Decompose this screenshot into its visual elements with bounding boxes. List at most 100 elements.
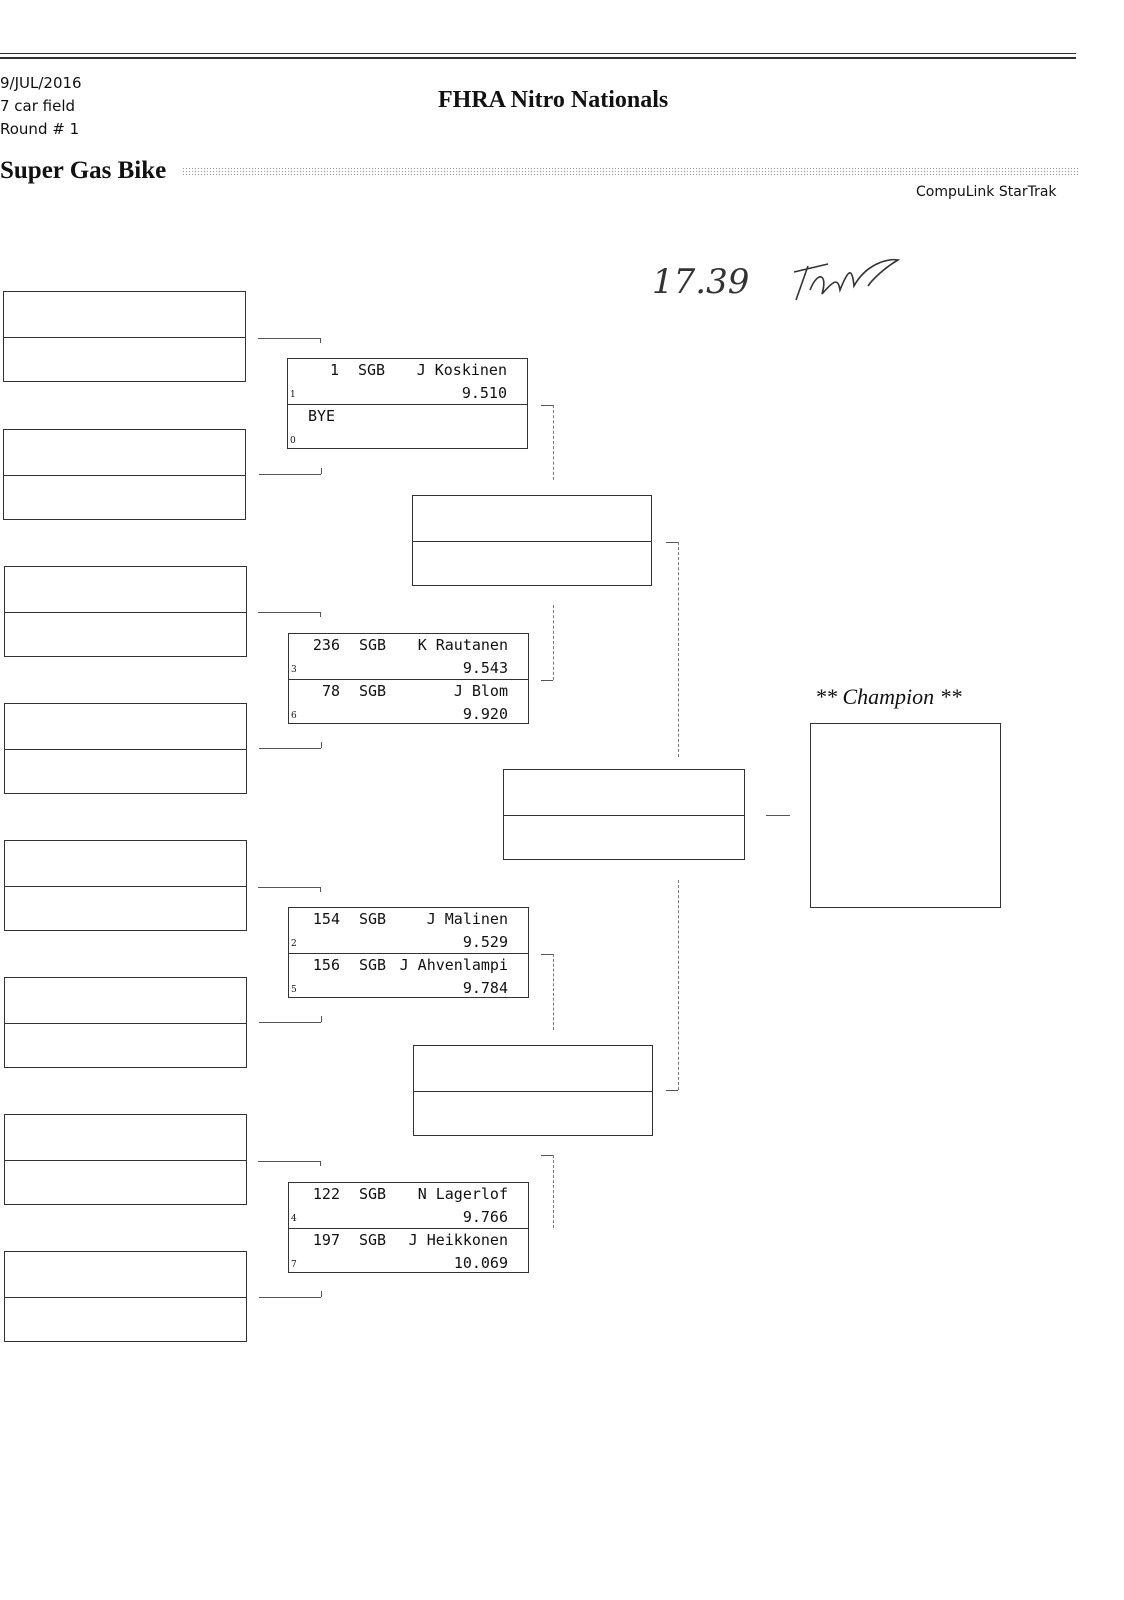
seed: 3 xyxy=(291,665,297,675)
racer-name: J Heikkonen xyxy=(408,1231,508,1249)
bracket-connector xyxy=(321,1016,322,1022)
seed: 4 xyxy=(291,1214,297,1224)
seed: 7 xyxy=(291,1260,297,1270)
empty-bracket-box xyxy=(4,1114,247,1205)
racer-time: 9.766 xyxy=(462,1208,508,1226)
bracket-connector xyxy=(258,1161,320,1162)
racer-name: J Koskinen xyxy=(416,361,507,379)
bracket-connector xyxy=(541,405,553,406)
racer-slot: 154 SGB J Malinen 9.529 2 xyxy=(289,908,528,953)
racer-class: SGB xyxy=(359,682,387,700)
event-title: FHRA Nitro Nationals xyxy=(438,87,669,113)
racer-slot: 122 SGB N Lagerlof 9.766 4 xyxy=(289,1183,528,1228)
bracket-connector xyxy=(541,954,553,955)
empty-bracket-box xyxy=(3,291,246,382)
racer-time: 9.784 xyxy=(462,979,508,997)
racer-slot: 1 SGB J Koskinen 9.510 1 xyxy=(288,359,527,404)
racer-time: 10.069 xyxy=(453,1254,508,1272)
bracket-connector xyxy=(541,680,553,681)
round1-match: 122 SGB N Lagerlof 9.766 4 197 SGB J Hei… xyxy=(288,1182,529,1273)
bracket-connector xyxy=(553,605,554,680)
bracket-connector xyxy=(678,542,679,757)
bracket-connector xyxy=(321,1291,322,1297)
racer-number: 1 xyxy=(329,361,339,379)
empty-bracket-box xyxy=(3,429,246,520)
racer-number: 236 xyxy=(312,636,340,654)
bracket-connector xyxy=(321,468,322,474)
bracket-connector xyxy=(259,474,321,475)
bracket-connector xyxy=(666,1090,678,1091)
racer-time: 9.543 xyxy=(462,659,508,677)
racer-class: SGB xyxy=(358,361,386,379)
empty-bracket-box xyxy=(4,566,247,657)
racer-time: 9.920 xyxy=(462,705,508,723)
bracket-connector xyxy=(259,1297,321,1298)
seed: 6 xyxy=(291,711,297,721)
racer-name: J Blom xyxy=(453,682,508,700)
bracket-connector xyxy=(259,1022,321,1023)
bracket-connector xyxy=(320,338,321,343)
bracket-connector xyxy=(320,1161,321,1166)
bracket-connector xyxy=(678,880,679,1090)
bracket-connector xyxy=(666,542,678,543)
racer-name: J Ahvenlampi xyxy=(399,956,508,974)
brand-label: CompuLink StarTrak xyxy=(916,184,1057,200)
empty-bracket-box xyxy=(4,703,247,794)
bracket-connector xyxy=(258,612,320,613)
racer-slot: 236 SGB K Rautanen 9.543 3 xyxy=(289,634,528,679)
field-size: 7 car field xyxy=(0,97,76,115)
bracket-connector xyxy=(553,954,554,1030)
racer-name: K Rautanen xyxy=(417,636,508,654)
top-rule-thick xyxy=(0,57,1076,59)
event-date: 9/JUL/2016 xyxy=(0,74,82,92)
racer-number: 197 xyxy=(312,1231,340,1249)
seed: 5 xyxy=(291,985,297,995)
empty-bracket-box xyxy=(4,1251,247,1342)
racer-name: J Malinen xyxy=(426,910,508,928)
bracket-connector xyxy=(320,887,321,892)
racer-time: 9.529 xyxy=(462,933,508,951)
round1-match: 154 SGB J Malinen 9.529 2 156 SGB J Ahve… xyxy=(288,907,529,998)
dotted-leader xyxy=(182,167,1080,177)
racer-number: 78 xyxy=(321,682,340,700)
racer-number: 156 xyxy=(312,956,340,974)
bye-label: BYE xyxy=(308,407,336,425)
racer-slot: 78 SGB J Blom 9.920 6 xyxy=(289,680,528,725)
racer-class: SGB xyxy=(359,636,387,654)
racer-class: SGB xyxy=(359,1231,387,1249)
bracket-connector xyxy=(553,1155,554,1228)
bracket-connector xyxy=(541,1155,553,1156)
racer-number: 154 xyxy=(312,910,340,928)
signature xyxy=(793,258,901,301)
bracket-connector xyxy=(553,405,554,480)
bracket-connector xyxy=(258,338,320,339)
seed: 2 xyxy=(291,939,297,949)
empty-bracket-box xyxy=(4,977,247,1068)
champion-label: ** Champion ** xyxy=(815,684,962,709)
round2-box-bottom xyxy=(413,1045,653,1136)
racer-class: SGB xyxy=(359,910,387,928)
seed: 1 xyxy=(290,390,296,400)
racer-slot: 197 SGB J Heikkonen 10.069 7 xyxy=(289,1229,528,1274)
racer-class: SGB xyxy=(359,1185,387,1203)
seed: 0 xyxy=(290,436,296,446)
racer-name: N Lagerlof xyxy=(417,1185,508,1203)
bracket-connector xyxy=(320,612,321,617)
round1-match: 236 SGB K Rautanen 9.543 3 78 SGB J Blom… xyxy=(288,633,529,724)
final-box xyxy=(503,769,745,860)
bracket-connector xyxy=(259,748,321,749)
racer-slot: 156 SGB J Ahvenlampi 9.784 5 xyxy=(289,954,528,999)
bracket-connector xyxy=(321,742,322,748)
racer-time: 9.510 xyxy=(461,384,507,402)
top-rule xyxy=(0,53,1076,54)
round1-match: 1 SGB J Koskinen 9.510 1 BYE 0 xyxy=(287,358,528,449)
bracket-connector xyxy=(258,887,320,888)
empty-bracket-box xyxy=(4,840,247,931)
racer-number: 122 xyxy=(312,1185,340,1203)
connector-final xyxy=(766,815,790,816)
handwritten-note: 17.39 xyxy=(652,262,750,302)
champion-box xyxy=(810,723,1001,908)
round2-box-top xyxy=(412,495,652,586)
round-number: Round # 1 xyxy=(0,120,80,138)
racer-class: SGB xyxy=(359,956,387,974)
